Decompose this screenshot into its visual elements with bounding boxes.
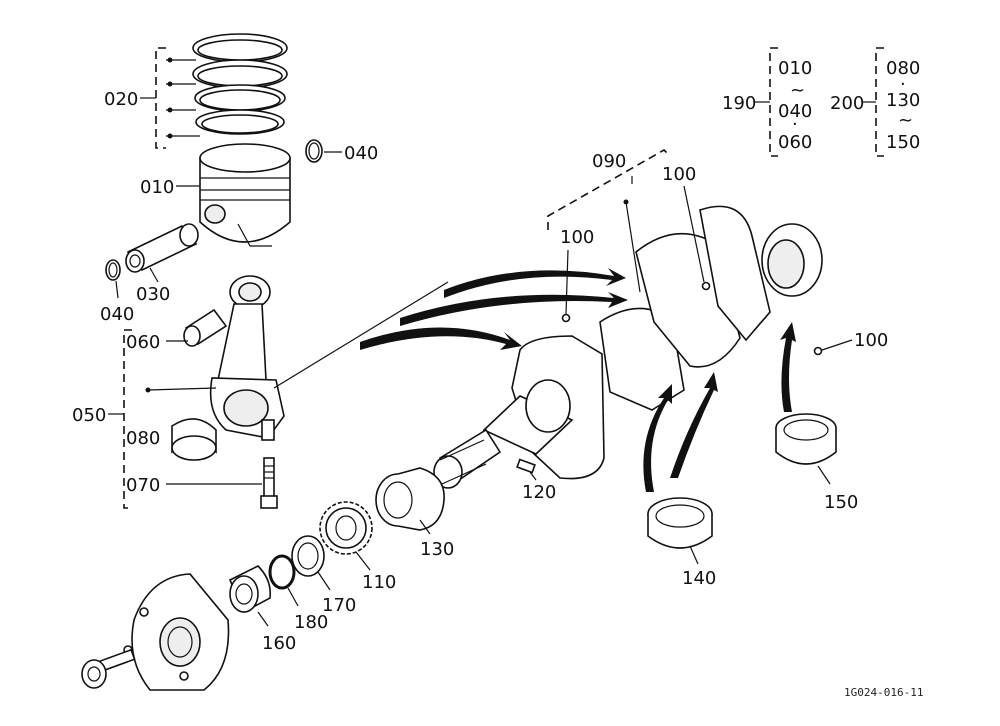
crankshaft-key: [516, 458, 536, 474]
legend-190-to: 040: [778, 101, 812, 122]
legend-200: 200 080 · 130 ~ 150: [830, 47, 920, 157]
label-040-lower: 040: [100, 304, 134, 325]
piston-pin: [125, 223, 199, 273]
legend-200-label: 200: [830, 93, 864, 114]
crankshaft-spline: [433, 439, 487, 489]
collar-170: [291, 535, 325, 577]
small-end-bushing: [183, 308, 228, 347]
legend-200-to: 130: [886, 90, 920, 111]
rod-bearing: [171, 418, 217, 461]
connecting-rod: [209, 275, 285, 441]
label-030: 030: [136, 284, 170, 305]
piston-rings: [192, 33, 288, 135]
figure-code: 1G024-016-11: [844, 686, 923, 699]
label-080: 080: [126, 428, 160, 449]
front-housing: [123, 573, 230, 691]
label-070: 070: [126, 475, 160, 496]
callout-100-b: [623, 185, 711, 293]
circlip-upper: [305, 139, 323, 163]
callout-100-c: [813, 339, 853, 356]
legend-200-extra: 150: [886, 132, 920, 153]
legend-190-extra: 060: [778, 132, 812, 153]
label-020: 020: [104, 89, 138, 110]
legend-190-from: 010: [778, 58, 812, 79]
o-ring-180: [268, 554, 296, 590]
label-040-upper: 040: [344, 143, 378, 164]
main-bearing-140: [647, 497, 713, 549]
rod-bolt: [260, 457, 278, 509]
crankshaft-bearing-130: [375, 467, 445, 531]
label-100-a: 100: [560, 227, 594, 248]
label-100-c: 100: [854, 330, 888, 351]
rod-group-bracket: [108, 329, 217, 509]
label-180: 180: [294, 612, 328, 633]
legend-190: 190 010 ~ 040 · 060: [722, 47, 812, 157]
callout-100-a: [561, 249, 571, 323]
piston: [199, 143, 291, 247]
legend-200-from: 080: [886, 58, 920, 79]
label-010: 010: [140, 177, 174, 198]
label-090: 090: [592, 151, 626, 172]
legend-190-label: 190: [722, 93, 756, 114]
label-050: 050: [72, 405, 106, 426]
rings-group-bracket: [140, 47, 200, 149]
label-100-b: 100: [662, 164, 696, 185]
bushing-160: [228, 565, 272, 614]
label-130: 130: [420, 539, 454, 560]
label-160: 160: [262, 633, 296, 654]
crank-gear: [319, 501, 373, 555]
label-120: 120: [522, 482, 556, 503]
legend-190-dot: ·: [792, 114, 798, 135]
label-170: 170: [322, 595, 356, 616]
label-150: 150: [824, 492, 858, 513]
label-110: 110: [362, 572, 396, 593]
legend-200-dot: ·: [900, 74, 906, 95]
housing-bolt: [81, 648, 136, 689]
oil-passage-arrows: [360, 268, 796, 492]
legend-200-tilde: ~: [898, 110, 913, 131]
main-bearing-150: [775, 413, 837, 465]
crankshaft: [438, 205, 823, 484]
crankshaft-group-bracket: [547, 149, 671, 230]
label-140: 140: [682, 568, 716, 589]
legend-190-tilde: ~: [790, 80, 805, 101]
label-060: 060: [126, 332, 160, 353]
circlip-lower: [105, 259, 121, 281]
